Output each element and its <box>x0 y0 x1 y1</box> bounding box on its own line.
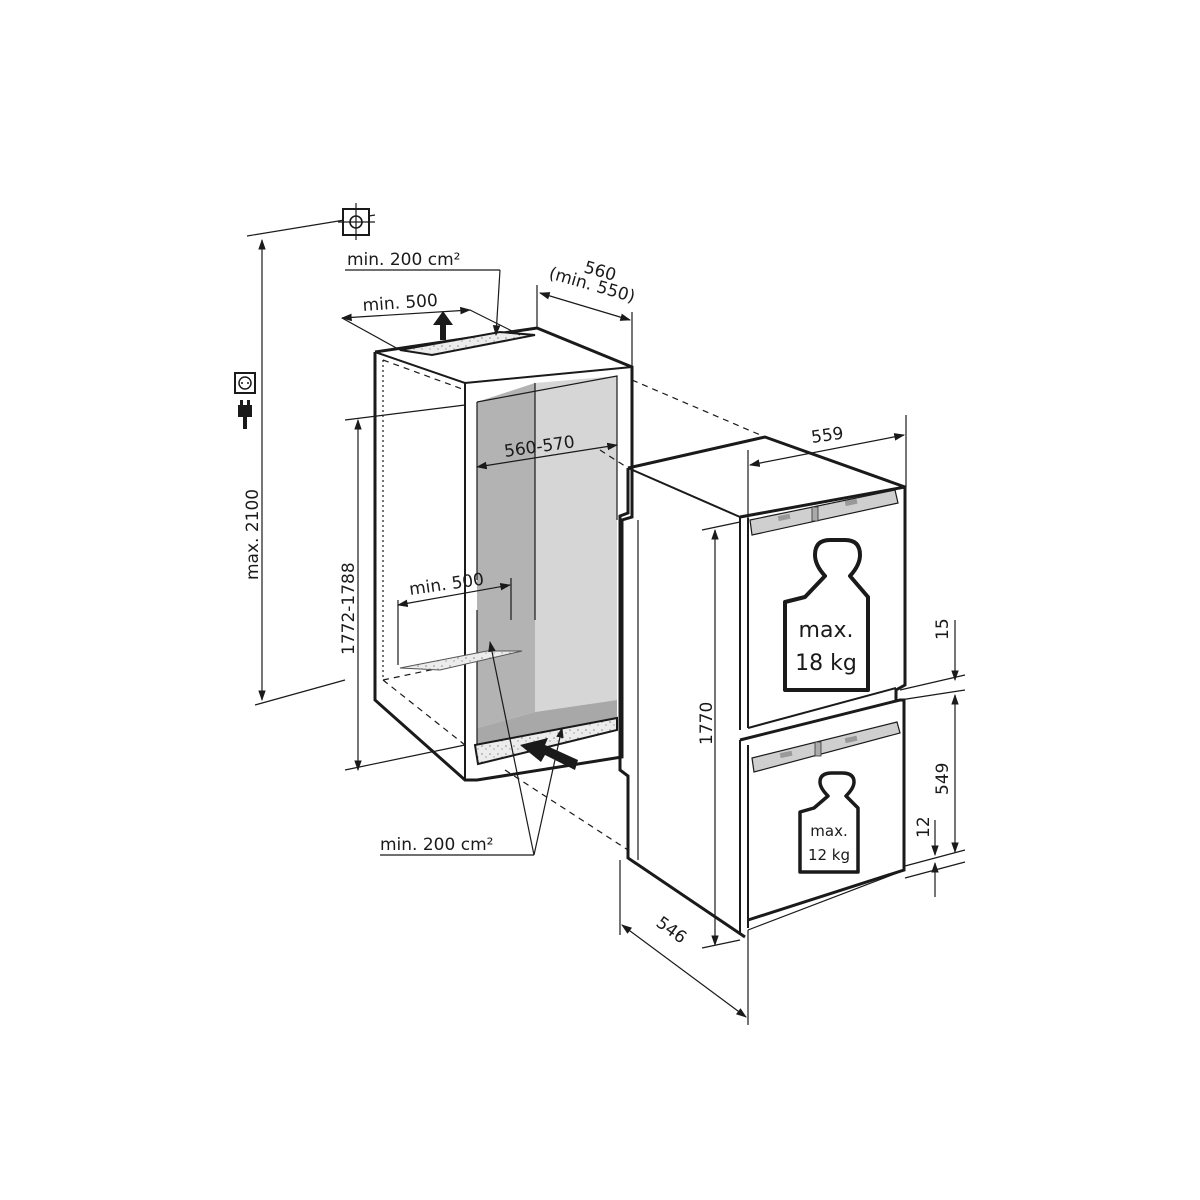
niche-side-wall <box>477 383 535 728</box>
appliance: max. 18 kg max. 12 kg <box>618 435 907 939</box>
upper-weight-line1: max. <box>799 618 854 643</box>
lower-door <box>739 698 906 935</box>
lower-door-height-label: 549 <box>933 763 953 795</box>
appliance-height-label: 1770 <box>697 702 717 745</box>
airflow-in-arrow-icon <box>520 738 578 770</box>
weight-icon-lower: max. 12 kg <box>798 771 860 874</box>
power-socket-icon <box>234 372 256 394</box>
hinge-plate-lower <box>751 721 901 773</box>
floor-vent-grille <box>399 650 523 671</box>
power-plug-icon <box>238 400 252 429</box>
door-gap-lower-label: 12 <box>914 816 934 838</box>
weight-icon-upper: max. 18 kg <box>783 538 870 692</box>
door-gap-upper-label: 15 <box>933 618 953 640</box>
niche-height-label: 1772-1788 <box>339 562 359 655</box>
top-vent-grille <box>399 330 536 357</box>
niche-back-wall <box>535 376 617 712</box>
upper-weight-line2: 18 kg <box>795 651 857 676</box>
appliance-width-label: 559 <box>810 424 845 448</box>
bottom-vent-area-label: min. 200 cm² <box>380 835 493 855</box>
lower-weight-line2: 12 kg <box>808 846 850 864</box>
lower-weight-line1: max. <box>810 822 847 840</box>
upper-door <box>739 485 907 730</box>
airflow-up-arrow-icon <box>433 311 453 340</box>
niche-floor <box>477 700 617 745</box>
hinge-plate-upper <box>749 489 899 536</box>
top-vent-area-label: min. 200 cm² <box>347 250 460 270</box>
target-crosshair-icon <box>338 203 375 240</box>
floor-vent-width-label: min. 500 <box>408 570 485 600</box>
max-height-label: max. 2100 <box>243 489 263 580</box>
appliance-depth-label: 546 <box>652 913 690 948</box>
